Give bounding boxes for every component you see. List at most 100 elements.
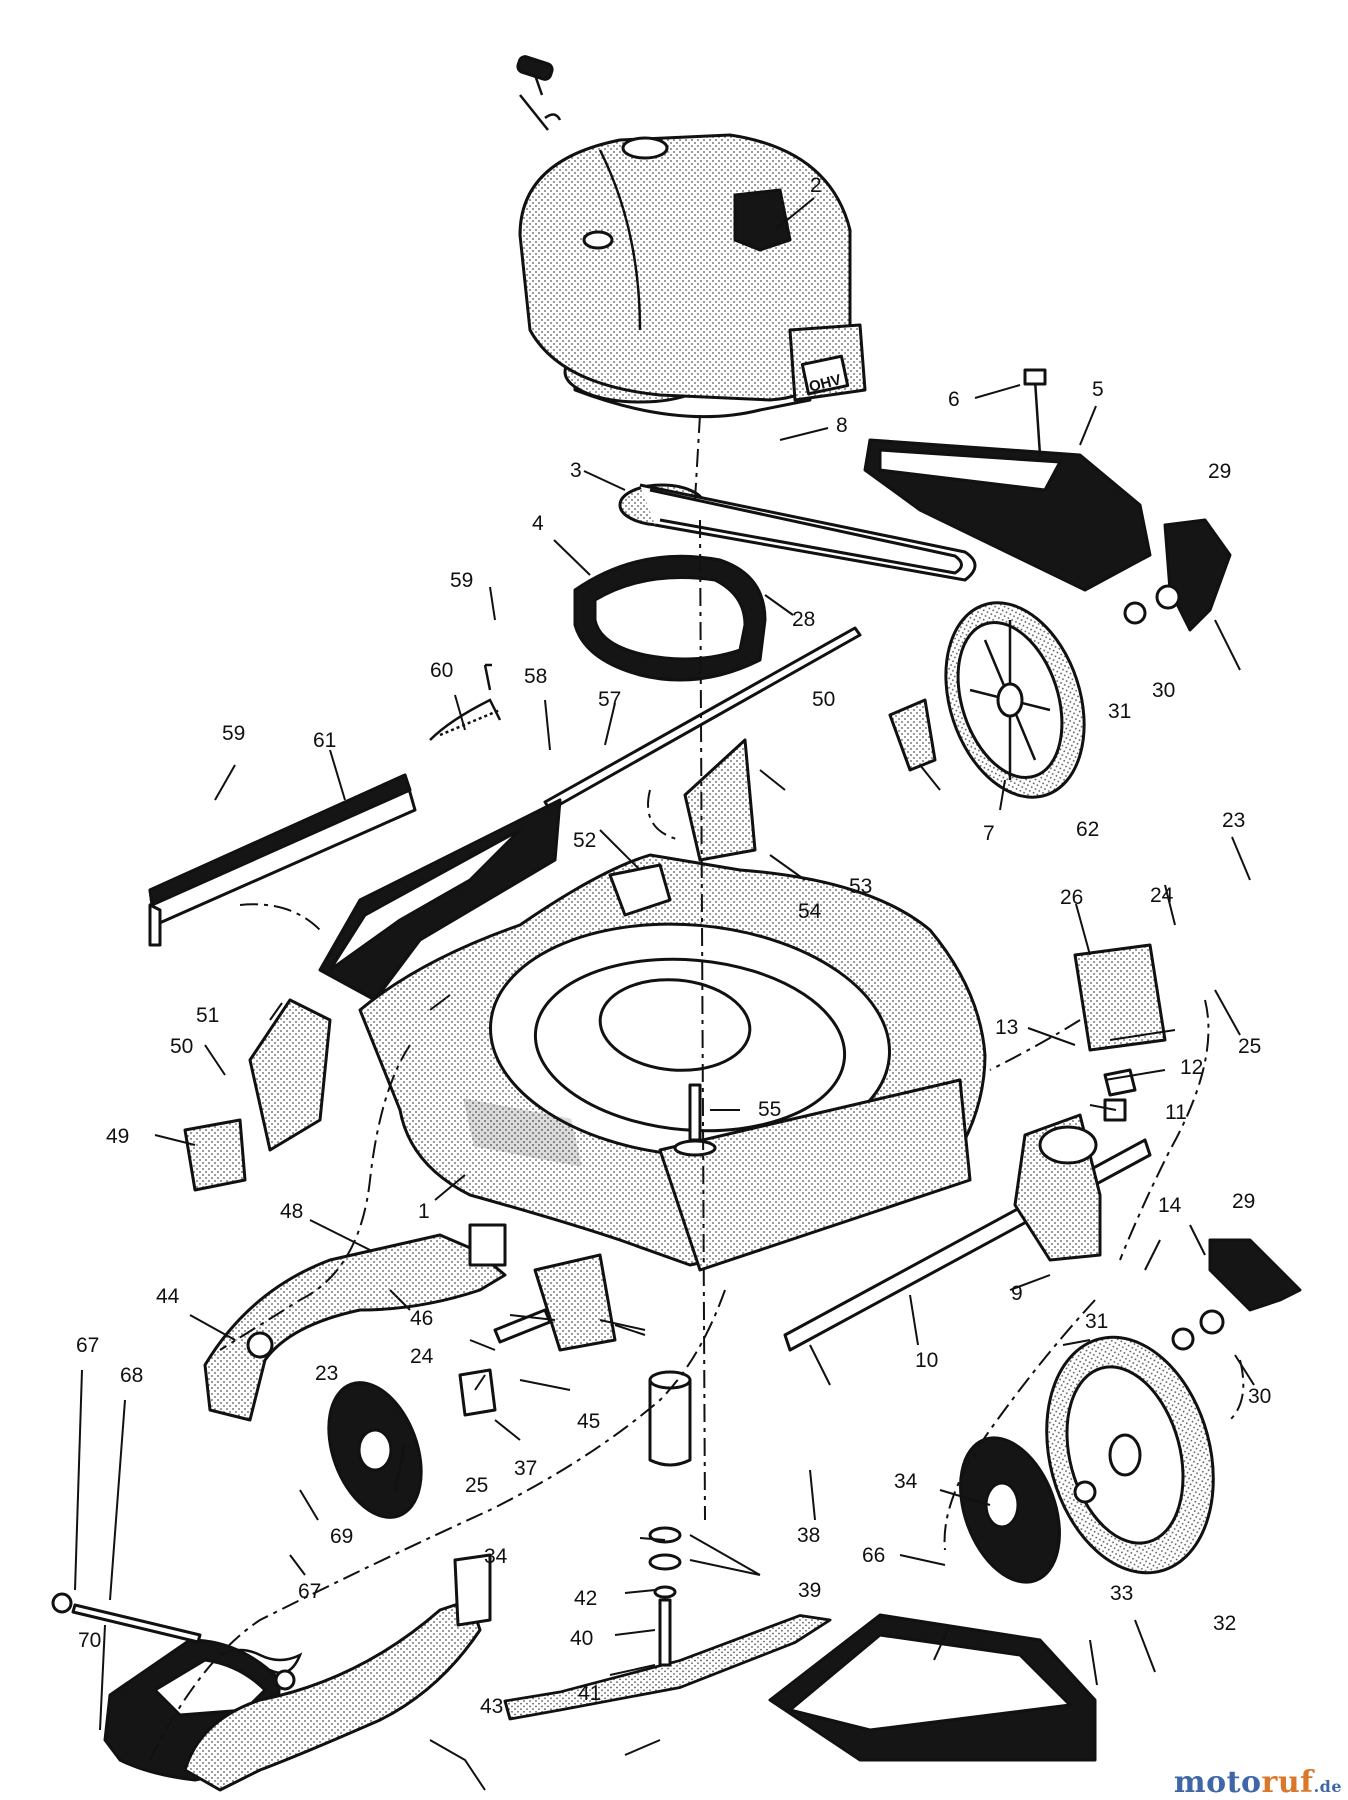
callout-52: 52 [573, 829, 596, 852]
pulley-and-belt [618, 483, 977, 582]
callout-50-left: 50 [170, 1035, 193, 1058]
callout-4: 4 [532, 512, 544, 535]
skirt-bracket-43 [453, 1553, 492, 1627]
mower-deck [358, 853, 987, 1272]
bolt-46 [493, 1308, 552, 1344]
callout-43: 43 [480, 1695, 503, 1718]
bracket-51 [248, 998, 332, 1152]
watermark-part-3: .de [1313, 1777, 1342, 1796]
mulch-plug-top [153, 1658, 267, 1717]
callout-12: 12 [1180, 1056, 1203, 1079]
callout-44: 44 [156, 1285, 180, 1308]
hub-cap-34-left-center [357, 1428, 393, 1472]
callout-29-bottom: 29 [1232, 1190, 1255, 1213]
callout-39: 39 [798, 1579, 821, 1602]
callout-11: 11 [1165, 1101, 1187, 1124]
callout-2: 2 [810, 174, 822, 197]
callout-69: 69 [330, 1525, 353, 1548]
callout-1: 1 [418, 1200, 430, 1223]
baffle-ring [573, 554, 767, 682]
washer-31-bottom [1171, 1327, 1195, 1351]
callout-6: 6 [948, 388, 960, 411]
callout-59-left: 59 [222, 722, 245, 745]
callout-59-right: 59 [450, 569, 473, 592]
front-wheel [1045, 1335, 1215, 1575]
callout-labels: 1 2 3 4 5 6 7 8 9 10 11 12 13 14 23 23 2… [76, 174, 1271, 1718]
rear-flap-bar [148, 773, 417, 947]
leader-lines [74, 197, 1255, 1791]
assembly-lines [149, 414, 1245, 1761]
callout-26: 26 [1060, 886, 1083, 909]
callout-10: 10 [915, 1349, 938, 1372]
callout-23-left: 23 [315, 1362, 338, 1385]
side-discharge-chute [203, 1233, 507, 1422]
callout-54: 54 [798, 900, 822, 923]
callout-60: 60 [430, 659, 453, 682]
callout-37: 37 [514, 1457, 537, 1480]
chute-bracket-48 [468, 1223, 507, 1267]
callout-46: 46 [410, 1307, 433, 1330]
callout-55: 55 [758, 1098, 781, 1121]
washer-39b [648, 1553, 682, 1571]
callout-53: 53 [849, 875, 872, 898]
callout-29-top: 29 [1208, 460, 1231, 483]
callout-70: 70 [78, 1629, 101, 1652]
engine: OHV [516, 55, 867, 419]
callout-9: 9 [1011, 1282, 1023, 1305]
callout-49: 49 [106, 1125, 129, 1148]
callout-31-bottom: 31 [1085, 1310, 1108, 1333]
adjuster-49 [183, 1118, 247, 1192]
watermark-logo: motoruf.de [1174, 1765, 1342, 1800]
hub-cap-34-right-center [984, 1481, 1020, 1529]
callout-67-left: 67 [76, 1334, 99, 1357]
washer-40 [653, 1585, 677, 1599]
nut-44 [246, 1331, 274, 1359]
callout-48: 48 [280, 1200, 303, 1223]
callout-68: 68 [120, 1364, 143, 1387]
blade-adapter [648, 1378, 692, 1467]
callout-67-right: 67 [298, 1580, 321, 1603]
hub-cap-bottom [1208, 1238, 1302, 1312]
callout-32: 32 [1213, 1612, 1236, 1635]
callout-45: 45 [577, 1410, 600, 1433]
callout-50-right: 50 [812, 688, 835, 711]
callout-57: 57 [598, 688, 621, 711]
washer-31-top [1123, 601, 1147, 625]
callout-42: 42 [574, 1587, 597, 1610]
grass-catcher-top [788, 1633, 1072, 1732]
callout-5: 5 [1092, 378, 1104, 401]
rear-deflector [863, 368, 1152, 592]
callout-61: 61 [313, 729, 336, 752]
callout-24-left: 24 [410, 1345, 434, 1368]
callout-62: 62 [1076, 818, 1099, 841]
watermark-part-2: ruf [1261, 1765, 1314, 1800]
callout-3: 3 [570, 459, 582, 482]
callout-30-top: 30 [1152, 679, 1175, 702]
nut-67-left [51, 1592, 73, 1614]
callout-7: 7 [983, 822, 995, 845]
callout-25-right: 25 [1238, 1035, 1261, 1058]
gear-25-left [458, 1368, 497, 1417]
callout-58: 58 [524, 665, 547, 688]
blade-bolt [658, 1598, 672, 1667]
nut-67-right [274, 1669, 296, 1691]
transmission [1013, 1068, 1137, 1262]
height-adjuster-7 [888, 698, 937, 772]
washer-33 [1073, 1480, 1097, 1504]
callout-51: 51 [196, 1004, 219, 1027]
callout-31-top: 31 [1108, 700, 1131, 723]
callout-13: 13 [995, 1016, 1018, 1039]
bolt-55 [688, 1083, 702, 1142]
callout-34-right: 34 [894, 1470, 918, 1493]
callout-40: 40 [570, 1627, 593, 1650]
callout-28: 28 [792, 608, 815, 631]
callout-33: 33 [1110, 1582, 1133, 1605]
callout-38: 38 [797, 1524, 820, 1547]
callout-41: 41 [578, 1682, 601, 1705]
blade [503, 1614, 832, 1721]
washer-30-top [1155, 584, 1181, 610]
hub-cap-top [1163, 518, 1232, 632]
callout-30-bottom: 30 [1248, 1385, 1271, 1408]
washer-30-bottom [1199, 1309, 1225, 1335]
callout-14: 14 [1158, 1194, 1182, 1217]
